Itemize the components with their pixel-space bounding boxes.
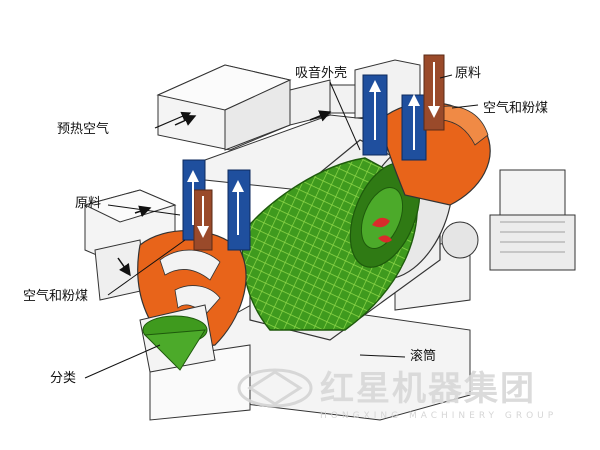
label-drum: 滚筒 — [410, 348, 436, 364]
motor — [441, 169, 576, 271]
right-feed-pipe — [362, 54, 445, 161]
label-raw-material-top: 原料 — [455, 66, 481, 81]
label-air-coal-top: 空气和粉煤 — [483, 100, 548, 116]
label-preheated-air: 预热空气 — [57, 121, 109, 137]
left-feed-pipe — [182, 159, 251, 251]
label-shell: 吸音外壳 — [295, 65, 347, 81]
label-classifier: 分类 — [50, 371, 76, 386]
label-raw-material-left: 原料 — [75, 196, 101, 211]
watermark: 红星机器集团 HONGXING MACHINERY GROUP — [237, 368, 557, 421]
watermark-brand: 红星机器集团 — [320, 369, 536, 409]
watermark-logo-icon — [237, 368, 313, 408]
drum — [241, 157, 421, 331]
leader-lines — [84, 74, 479, 379]
label-air-coal-left: 空气和粉煤 — [23, 288, 88, 304]
classifier-unit — [139, 304, 216, 373]
watermark-brand-en: HONGXING MACHINERY GROUP — [320, 411, 557, 421]
preheated-air-duct — [156, 64, 361, 151]
